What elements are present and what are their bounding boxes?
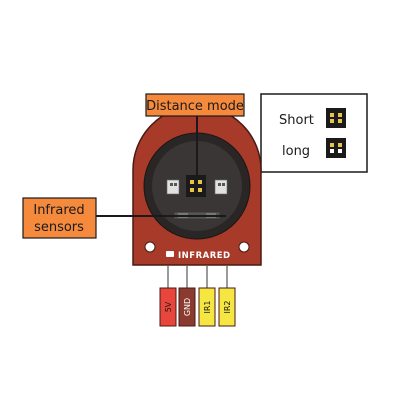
brand-label-text: INFRARED (178, 251, 231, 261)
infrared-sensors-label-line2: sensors (34, 220, 84, 235)
pin-ir2-label: IR2 (223, 300, 232, 313)
distance-mode-box (145, 93, 245, 117)
brand-badge-icon (166, 251, 174, 257)
pin-5v: 5V (159, 287, 177, 327)
pin-ir1: IR1 (198, 287, 216, 327)
pin-header: 5V GND IR1 IR2 (159, 287, 236, 327)
brand-label: INFRARED (166, 251, 231, 261)
sensor-board: INFRARED (132, 105, 262, 266)
legend-box (260, 93, 368, 173)
mounting-hole-right (238, 241, 250, 253)
infrared-sensors-callout: Infrared sensors (22, 197, 226, 239)
ir-sensor-right (214, 179, 228, 195)
short-jumper-icon (326, 108, 346, 128)
distance-mode-callout: Distance mode (145, 93, 245, 176)
pin-wires (167, 266, 228, 290)
distance-mode-label: Distance mode (146, 99, 244, 114)
jumper-legend: Short long (260, 93, 368, 173)
infrared-sensors-box (22, 197, 97, 239)
mounting-hole-left (144, 241, 156, 253)
pin-5v-label: 5V (164, 301, 173, 312)
pin-gnd-label: GND (183, 298, 192, 316)
pin-gnd: GND (178, 287, 196, 327)
pin-ir2: IR2 (218, 287, 236, 327)
infrared-sensors-label-line1: Infrared (33, 203, 84, 218)
legend-short-label: Short (279, 113, 314, 128)
pin-ir1-label: IR1 (203, 300, 212, 313)
long-jumper-icon (326, 138, 346, 158)
ir-sensor-left (166, 179, 180, 195)
legend-long-label: long (282, 144, 310, 159)
distance-jumper (186, 175, 206, 197)
